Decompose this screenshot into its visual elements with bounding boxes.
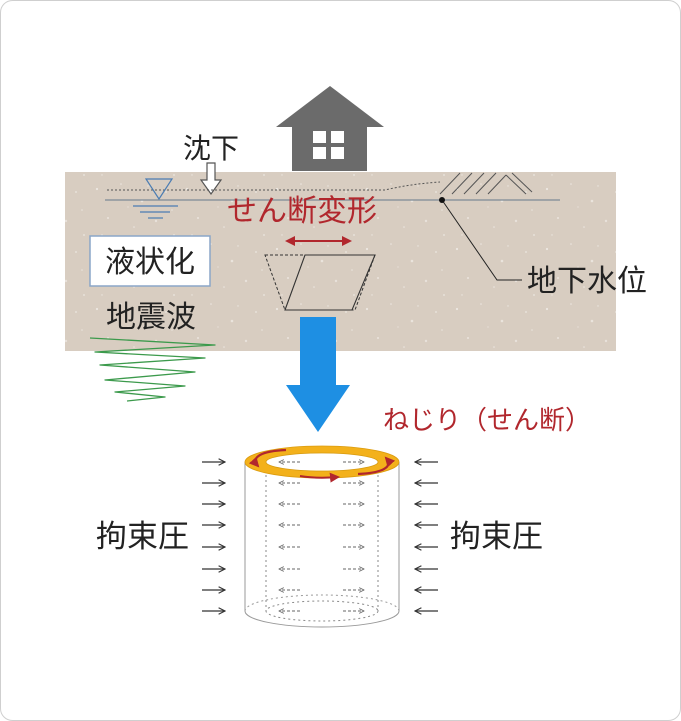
cylinder-bottom-back (244, 594, 400, 612)
liquefaction-box (89, 235, 211, 287)
water-level-icon (133, 178, 178, 219)
settlement-arrow-icon (199, 162, 223, 196)
liquefaction-label: 液状化 (105, 245, 195, 280)
soil-specimen-cylinder (244, 445, 400, 628)
confining-pressure-label-left: 拘束圧 (96, 519, 189, 555)
confining-pressure-label-right: 拘束圧 (450, 519, 543, 555)
leader-dot (439, 197, 445, 203)
down-arrow-icon (286, 317, 350, 432)
settled-ground-surface (107, 181, 441, 191)
torsion-arrow-right (357, 456, 396, 476)
confining-pressure-arrows (202, 462, 438, 611)
torsion-arrow-front (299, 472, 340, 483)
seismic-wave-label: 地震波 (106, 300, 196, 335)
groundwater-level-label: 地下水位 (527, 264, 647, 299)
embankment-hatch (439, 172, 533, 195)
torsion-arrow-left (248, 448, 287, 468)
house-icon (276, 86, 384, 171)
deformed-element-outline (284, 254, 376, 311)
settlement-label: 沈下 (183, 132, 239, 165)
shear-deformation-label: せん断変形 (227, 194, 377, 229)
cylinder-inner-bottom (265, 600, 379, 622)
torsion-ring-inner (265, 452, 379, 472)
seismic-wave-line (89, 337, 216, 402)
groundwater-leader-line (441, 199, 522, 281)
cylinder-bottom-front (244, 610, 400, 628)
torsion-shear-label: ねじり（せん断） (383, 406, 591, 436)
